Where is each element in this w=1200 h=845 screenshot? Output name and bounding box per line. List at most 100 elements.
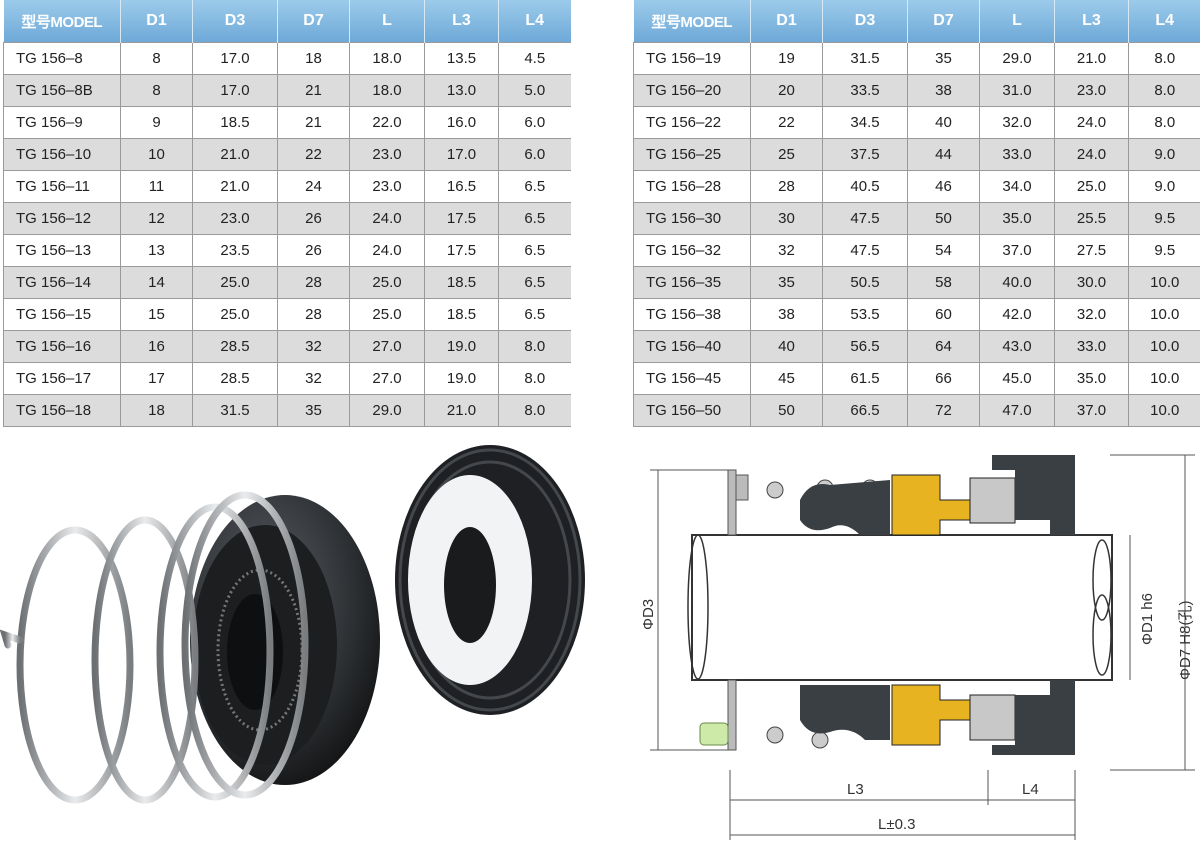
model-cell: TG 156–8B [3,74,121,107]
column-header: 型号MODEL [633,0,751,43]
value-cell: 8 [120,74,193,107]
value-cell: 35 [907,42,980,75]
value-cell: 30.0 [1054,266,1129,299]
value-cell: 16.5 [424,170,499,203]
value-cell: 6.5 [498,234,571,267]
lower-section [699,679,1075,755]
model-cell: TG 156–35 [633,266,751,299]
model-cell: TG 156–17 [3,362,121,395]
value-cell: 8.0 [498,330,571,363]
value-cell: 35.0 [1054,362,1129,395]
value-cell: 23.5 [192,234,278,267]
product-photo [0,445,585,804]
seal-cross-section-diagram: ΦD3 ΦD1 h6 ΦD7 H8(孔) L3 L4 L±0.3 [640,454,1195,840]
model-cell: TG 156–9 [3,106,121,139]
value-cell: 38 [750,298,823,331]
value-cell: 17.5 [424,202,499,235]
value-cell: 32.0 [979,106,1055,139]
value-cell: 16.0 [424,106,499,139]
value-cell: 10.0 [1128,362,1200,395]
value-cell: 24.0 [349,202,425,235]
value-cell: 43.0 [979,330,1055,363]
value-cell: 56.5 [822,330,908,363]
value-cell: 33.0 [979,138,1055,171]
value-cell: 22 [750,106,823,139]
value-cell: 14 [120,266,193,299]
value-cell: 28 [277,266,350,299]
value-cell: 72 [907,394,980,427]
value-cell: 22.0 [349,106,425,139]
value-cell: 47.5 [822,202,908,235]
value-cell: 21.0 [192,138,278,171]
value-cell: 32 [750,234,823,267]
column-header: D1 [750,0,823,43]
value-cell: 19.0 [424,362,499,395]
column-header: L3 [424,0,499,43]
value-cell: 40.0 [979,266,1055,299]
value-cell: 18.5 [424,298,499,331]
value-cell: 32.0 [1054,298,1129,331]
value-cell: 21 [277,74,350,107]
value-cell: 31.5 [822,42,908,75]
model-cell: TG 156–10 [3,138,121,171]
value-cell: 64 [907,330,980,363]
value-cell: 33.0 [1054,330,1129,363]
value-cell: 6.0 [498,106,571,139]
value-cell: 30 [750,202,823,235]
column-header: D7 [277,0,350,43]
value-cell: 22 [277,138,350,171]
value-cell: 27.0 [349,330,425,363]
value-cell: 23.0 [1054,74,1129,107]
value-cell: 60 [907,298,980,331]
value-cell: 13.5 [424,42,499,75]
value-cell: 23.0 [349,170,425,203]
value-cell: 8.0 [1128,106,1200,139]
value-cell: 44 [907,138,980,171]
value-cell: 58 [907,266,980,299]
value-cell: 28 [750,170,823,203]
value-cell: 38 [907,74,980,107]
value-cell: 50 [750,394,823,427]
value-cell: 21.0 [1054,42,1129,75]
value-cell: 50 [907,202,980,235]
value-cell: 26 [277,234,350,267]
label-d7: ΦD7 H8(孔) [1177,601,1194,680]
model-cell: TG 156–16 [3,330,121,363]
model-cell: TG 156–19 [633,42,751,75]
seat-ring [395,445,585,715]
value-cell: 32 [277,330,350,363]
value-cell: 37.0 [979,234,1055,267]
value-cell: 6.5 [498,202,571,235]
value-cell: 46 [907,170,980,203]
value-cell: 53.5 [822,298,908,331]
model-cell: TG 156–50 [633,394,751,427]
model-cell: TG 156–25 [633,138,751,171]
value-cell: 66.5 [822,394,908,427]
value-cell: 27.0 [349,362,425,395]
value-cell: 31.0 [979,74,1055,107]
model-cell: TG 156–45 [633,362,751,395]
value-cell: 18.5 [424,266,499,299]
value-cell: 31.5 [192,394,278,427]
value-cell: 5.0 [498,74,571,107]
value-cell: 9 [120,106,193,139]
value-cell: 6.5 [498,298,571,331]
value-cell: 28.5 [192,330,278,363]
value-cell: 18.0 [349,42,425,75]
value-cell: 37.5 [822,138,908,171]
